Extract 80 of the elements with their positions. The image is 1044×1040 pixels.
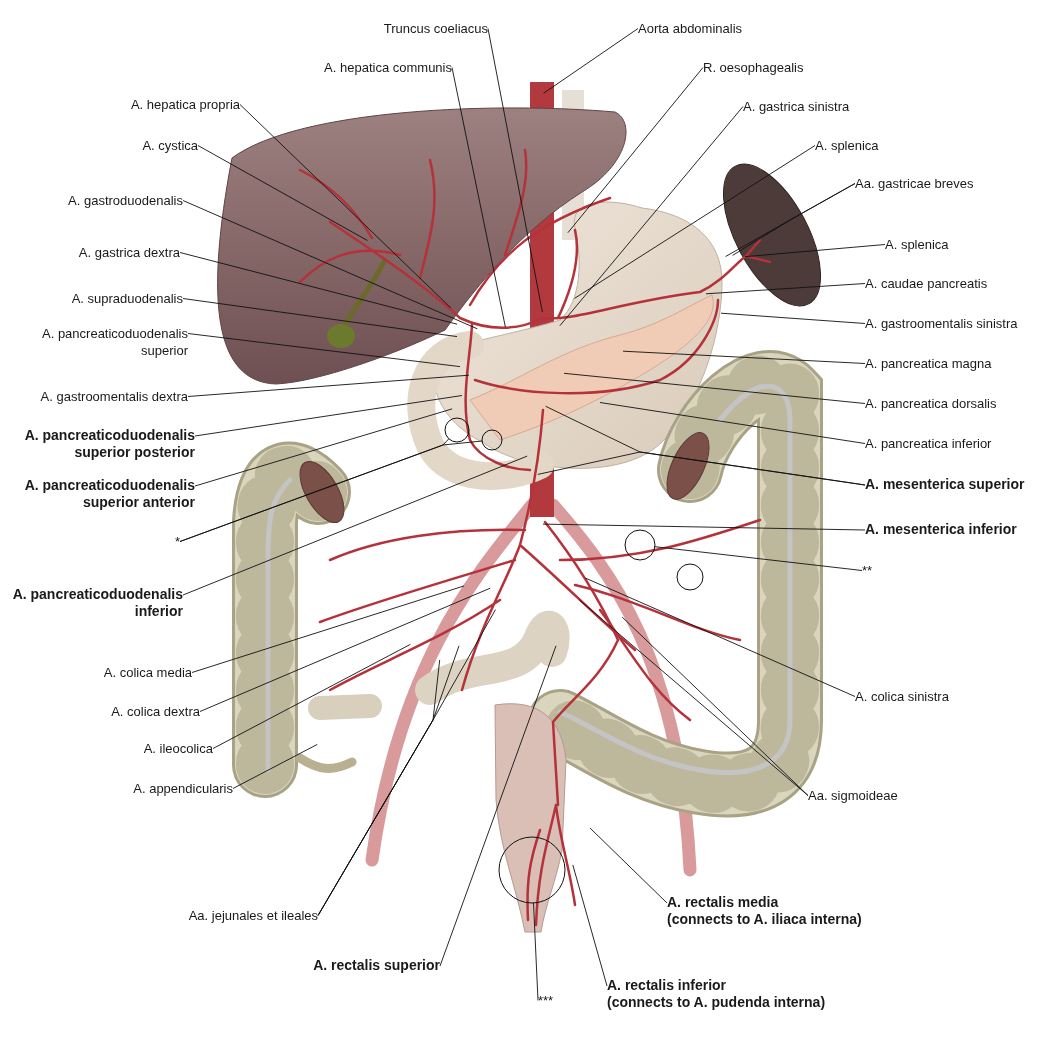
leader-line [179, 252, 458, 325]
anatomy-label: A. colica dextra [111, 703, 200, 720]
leader-line [744, 244, 886, 258]
leader-line [187, 374, 470, 397]
leader-line [542, 523, 866, 531]
anatomy-label: A. mesenterica superior [865, 476, 1025, 493]
anatomy-label: A. rectalis inferior [607, 977, 728, 994]
anatomy-label: Aa. jejunales et ileales [188, 907, 318, 924]
anatomy-label: A. gastrica dextra [78, 244, 180, 261]
leader-line [197, 145, 368, 241]
anatomy-label: A. pancreaticoduodenalis superior [16, 325, 188, 359]
anatomy-label: ** [862, 562, 873, 579]
anatomy-label: *** [538, 992, 554, 1009]
label-note: (connects to A. iliaca interna) [667, 911, 862, 928]
leader-line [317, 609, 496, 916]
leader-line [654, 546, 863, 571]
anatomy-label: A. colica media [103, 664, 192, 681]
leader-line [537, 451, 866, 486]
marker-circle [624, 529, 656, 561]
leader-line [622, 350, 866, 364]
anatomy-label: A. colica sinistra [855, 688, 949, 705]
leader-line [194, 395, 463, 437]
leader-line [567, 67, 704, 234]
leader-line [191, 585, 465, 673]
anatomy-label: A. pancreaticoduodenalis superior posterior [0, 427, 195, 461]
anatomy-label: A. gastroomentalis dextra [40, 388, 188, 405]
leader-line [720, 312, 866, 324]
anatomy-label: A. splenica [885, 236, 949, 253]
leader-line [182, 455, 528, 596]
anatomy-label: A. appendicularis [133, 780, 233, 797]
anatomy-label: A. pancreaticoduodenalis superior anterior [0, 477, 195, 511]
leader-line [487, 28, 543, 313]
anatomy-label: A. ileocolica [143, 740, 213, 757]
anatomy-label: A. gastroomentalis sinistra [865, 315, 1018, 332]
leader-line [182, 298, 458, 338]
leader-line [212, 643, 411, 749]
anatomy-label: A. caudae pancreatis [865, 275, 988, 292]
anatomy-label: A. rectalis media [667, 894, 780, 911]
anatomy-label: A. supraduodenalis [71, 290, 183, 307]
leader-line [439, 645, 557, 967]
anatomy-label: A. gastroduodenalis [68, 192, 183, 209]
anatomy-label: A. mesenterica inferior [865, 521, 1017, 538]
anatomy-label: A. pancreatica inferior [865, 435, 992, 452]
anatomy-label: Aorta abdominalis [638, 20, 743, 37]
leader-line [621, 616, 809, 796]
anatomy-label: A. cystica [142, 137, 198, 154]
anatomy-label: R. oesophagealis [703, 59, 804, 76]
anatomy-label: Aa. sigmoideae [808, 787, 898, 804]
anatomy-label: Aa. gastricae breves [855, 175, 974, 192]
anatomy-label: A. pancreaticoduodenalis inferior [0, 586, 183, 620]
leader-line [589, 827, 668, 904]
leader-line [563, 372, 866, 404]
leader-line [194, 408, 453, 487]
leader-line [559, 106, 744, 327]
anatomy-label: A. rectalis superior [313, 957, 440, 974]
anatomy-label: A. hepatica communis [324, 59, 452, 76]
anatomy-label: A. pancreatica dorsalis [865, 395, 997, 412]
leader-line [574, 145, 816, 299]
leader-line [543, 28, 639, 94]
anatomy-label: A. gastrica sinistra [743, 98, 850, 115]
leader-line [182, 200, 478, 330]
marker-circle [481, 429, 503, 451]
leader-line [451, 67, 506, 328]
marker-circle [498, 836, 566, 904]
label-note: (connects to A. pudenda interna) [607, 994, 826, 1011]
anatomy-label: A. pancreatica magna [865, 355, 992, 372]
leader-line [533, 902, 539, 1001]
anatomy-label: Truncus coeliacus [383, 20, 488, 37]
anatomy-label: * [174, 533, 180, 550]
leader-line [585, 577, 856, 697]
leader-line [572, 864, 608, 987]
anatomy-label: A. hepatica propria [130, 96, 240, 113]
marker-circle [676, 563, 704, 591]
leader-line [199, 587, 491, 712]
leader-line [705, 283, 866, 295]
leader-line [599, 402, 866, 444]
leader-line [239, 104, 452, 309]
marker-circle [444, 417, 470, 443]
anatomy-label: A. splenica [815, 137, 879, 154]
leader-line [187, 333, 461, 368]
